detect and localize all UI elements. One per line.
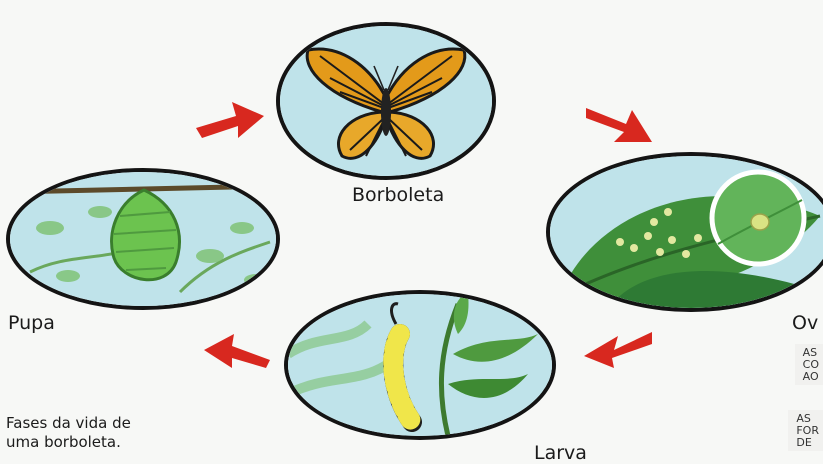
pupa-stage-oval bbox=[6, 168, 280, 310]
arrow-butterfly-to-egg-icon bbox=[584, 100, 656, 148]
stage-label-egg: Ov bbox=[792, 312, 818, 334]
egg-on-leaf-illustration bbox=[550, 156, 823, 308]
figure-caption: Fases da vida de uma borboleta. bbox=[6, 414, 131, 452]
butterfly-illustration bbox=[280, 26, 492, 176]
stage-label-butterfly: Borboleta bbox=[352, 184, 444, 206]
arrow-larva-to-pupa-icon bbox=[202, 330, 272, 370]
side-note-1-line-3: AO bbox=[803, 371, 819, 383]
caption-line-1: Fases da vida de bbox=[6, 414, 131, 433]
pupa-illustration bbox=[10, 172, 276, 306]
stage-label-pupa: Pupa bbox=[8, 312, 55, 334]
larva-illustration bbox=[288, 294, 552, 436]
arrow-egg-to-larva-icon bbox=[582, 328, 654, 370]
larva-stage-oval bbox=[284, 290, 556, 440]
stage-label-larva: Larva bbox=[534, 442, 587, 464]
caption-line-2: uma borboleta. bbox=[6, 433, 131, 452]
butterfly-stage-oval bbox=[276, 22, 496, 180]
side-note-1: AS CO AO bbox=[795, 344, 823, 385]
side-note-2-line-3: DE bbox=[796, 437, 819, 449]
arrow-pupa-to-butterfly-icon bbox=[194, 98, 266, 140]
side-note-2: AS FOR DE bbox=[788, 410, 823, 451]
egg-stage-oval bbox=[546, 152, 823, 312]
